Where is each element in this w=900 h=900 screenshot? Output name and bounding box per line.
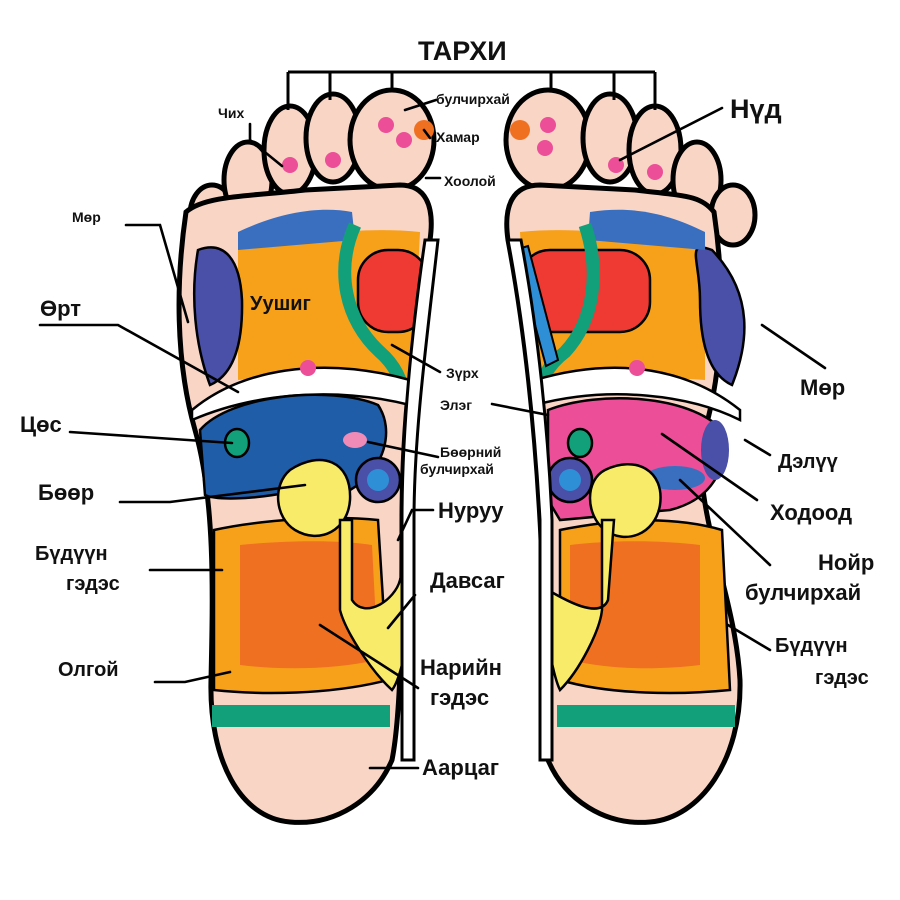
label-adrenal-2: булчирхай (420, 461, 494, 477)
label-colon-right-1: Бүдүүн (775, 635, 848, 657)
right-big-toe (503, 87, 593, 193)
label-shoulder-right: Мөр (800, 375, 845, 400)
label-colon-left-1: Бүдүүн (35, 543, 108, 565)
left-toe-dot-4 (396, 132, 412, 148)
left-pink-gland (343, 432, 367, 448)
right-pancreas (645, 466, 705, 490)
right-toe-dot-1 (540, 117, 556, 133)
right-upper-blue (588, 209, 705, 250)
label-gland-top: булчирхай (436, 91, 510, 107)
right-adrenal-core (559, 469, 581, 491)
label-lung: Уушиг (250, 293, 311, 315)
left-foot (176, 87, 440, 825)
left-toe-dot-1 (282, 157, 298, 173)
label-kidney: Бөөр (38, 480, 94, 505)
left-heart-small (300, 360, 316, 376)
right-gallbladder-dot (566, 427, 594, 459)
left-adrenal-core (367, 469, 389, 491)
right-diaphragm (533, 366, 742, 423)
left-toe-dot-3 (378, 117, 394, 133)
label-shoulder-left: Мөр (72, 209, 101, 225)
right-nose-dot (510, 120, 530, 140)
label-bladder: Давсаг (430, 568, 505, 593)
label-pancreas-2: булчирхай (745, 580, 861, 605)
label-gallbladder: Цөс (20, 412, 62, 437)
left-toe-dot-2 (325, 152, 341, 168)
label-heart: Зүрх (446, 365, 479, 381)
left-upper-blue (238, 209, 355, 250)
right-kidney (588, 462, 662, 539)
label-stomach: Ходоод (770, 500, 852, 525)
label-heel: Аарцаг (422, 755, 499, 780)
label-eye: Нүд (730, 94, 782, 124)
label-small-int-2: гэдэс (430, 685, 489, 710)
label-spleen: Дэлүү (778, 451, 839, 473)
right-toe-dot-4 (647, 164, 663, 180)
label-small-int-1: Нарийн (420, 655, 502, 680)
label-appendix: Олгой (58, 659, 119, 681)
label-nose: Хамар (436, 129, 480, 145)
label-ear: Чих (218, 105, 244, 121)
right-shoulder (694, 246, 746, 387)
right-heart-small (629, 360, 645, 376)
label-colon-left-2: гэдэс (66, 573, 120, 595)
label-throat: Хоолой (444, 173, 496, 189)
right-spine-strip (506, 238, 554, 762)
label-adrenal-1: Бөөрний (440, 444, 501, 460)
brain-bracket (286, 70, 657, 110)
left-spine-strip (400, 238, 440, 762)
right-heel-band (557, 705, 735, 727)
right-foot (503, 87, 758, 825)
leader-lines (38, 98, 827, 770)
right-toe-dot-2 (537, 140, 553, 156)
label-colon-right-2: гэдэс (815, 667, 869, 689)
label-bronchus: Өрт (40, 296, 81, 321)
left-shoulder (192, 246, 244, 387)
label-spine: Нуруу (438, 498, 504, 523)
label-esophagus: Элэг (440, 397, 472, 413)
label-pancreas-1: Нойр (818, 550, 874, 575)
label-brain: ТАРХИ (418, 36, 507, 66)
left-kidney (276, 458, 352, 538)
left-heel-band (212, 705, 390, 727)
